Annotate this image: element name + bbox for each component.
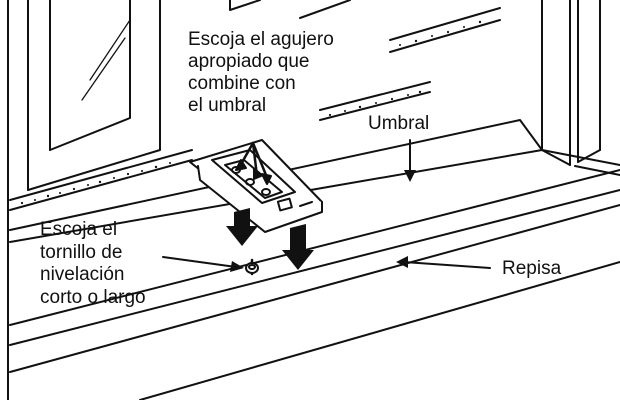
screw-label-line-3: nivelación — [40, 264, 125, 285]
wall-and-window-frame — [7, 0, 351, 400]
leveling-screw — [245, 258, 259, 276]
umbral-label: Umbral — [368, 113, 430, 134]
sill-repisa — [9, 169, 620, 400]
screw-label-line-1: Escoja el — [40, 219, 118, 240]
hole-pointer-arrows — [235, 141, 272, 185]
screw-label-line-4: corto o largo — [40, 286, 146, 308]
hole-label-line-2: apropiado que — [188, 51, 310, 72]
screw-label-line-2: tornillo de — [40, 241, 123, 263]
hole-label-line-1: Escoja el agujero — [188, 29, 334, 50]
upper-sill-strip — [9, 7, 501, 211]
repisa-label: Repisa — [502, 258, 562, 279]
sill-texture-dots — [20, 20, 482, 205]
placement-arrows — [226, 208, 314, 270]
screw-selection-label: Escoja el tornillo de nivelación corto o… — [40, 219, 146, 309]
hole-selection-label: Escoja el agujero apropiado que combine … — [188, 29, 334, 117]
leader-lines — [162, 139, 491, 272]
right-window-frame — [541, 0, 601, 166]
hole-label-line-3: combine con — [188, 73, 296, 94]
leveling-bracket — [189, 139, 323, 233]
hole-label-line-4: el umbral — [188, 95, 267, 116]
